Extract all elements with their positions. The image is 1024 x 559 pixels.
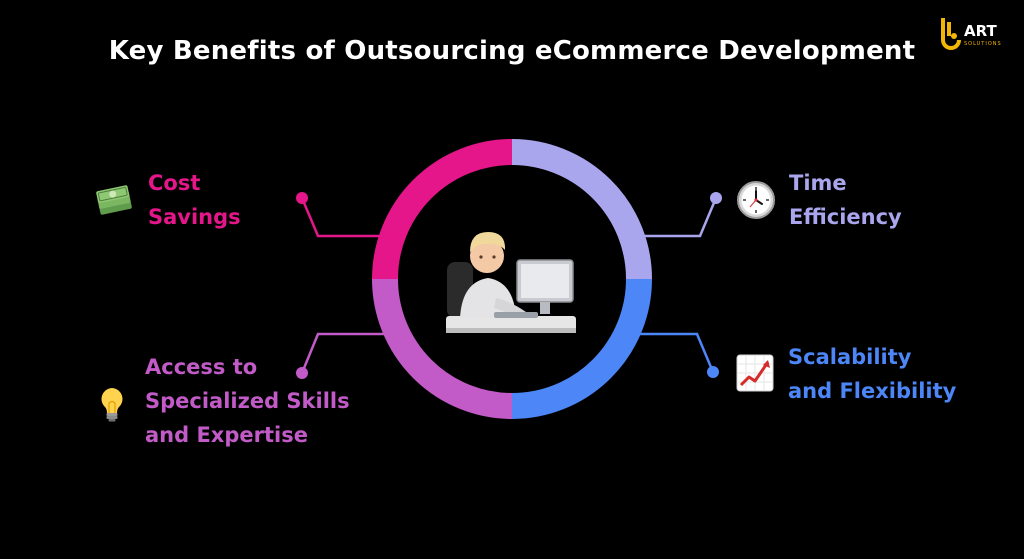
benefit-skills-line-3: and Expertise	[145, 423, 308, 447]
logo-mark-icon	[941, 18, 961, 50]
logo-subtext: SOLUTIONS	[964, 41, 1002, 47]
lightbulb-icon	[101, 388, 123, 422]
benefit-time-line-2: Efficiency	[789, 205, 902, 229]
developer-at-computer-icon	[446, 232, 576, 333]
benefit-label-scalability: Scalability and Flexibility	[788, 340, 956, 408]
benefit-cost-line-2: Savings	[148, 205, 241, 229]
connector-skills	[300, 332, 400, 374]
connector-scalability	[624, 332, 715, 373]
benefit-skills-line-1: Access to	[145, 355, 258, 379]
benefit-skills-line-2: Specialized Skills	[145, 389, 350, 413]
benefit-scalability-line-1: Scalability	[788, 345, 912, 369]
connector-dot-skills	[296, 367, 308, 379]
page-title: Key Benefits of Outsourcing eCommerce De…	[108, 36, 916, 66]
chart-increasing-icon	[736, 354, 774, 392]
ring-segment-scalability	[511, 278, 652, 419]
benefit-label-skills: Access to Specialized Skills and Experti…	[145, 350, 350, 452]
connector-cost	[300, 197, 400, 238]
ring-segment-cost	[372, 139, 513, 280]
clock-icon	[737, 181, 775, 219]
benefit-time-line-1: Time	[789, 171, 847, 195]
benefit-scalability-line-2: and Flexibility	[788, 379, 957, 403]
connector-dot-scalability	[707, 366, 719, 378]
ring-segment-time	[511, 139, 652, 280]
connector-time	[622, 197, 718, 238]
brand-logo: ART SOLUTIONS	[938, 16, 1008, 52]
ring-segment-skills	[372, 278, 513, 419]
benefit-label-cost: Cost Savings	[148, 166, 241, 234]
money-stack-icon	[96, 185, 132, 215]
logo-text: ART	[964, 22, 997, 40]
benefit-label-time: Time Efficiency	[789, 166, 902, 234]
benefit-cost-line-1: Cost	[148, 171, 201, 195]
connector-dot-cost	[296, 192, 308, 204]
connector-dot-time	[710, 192, 722, 204]
